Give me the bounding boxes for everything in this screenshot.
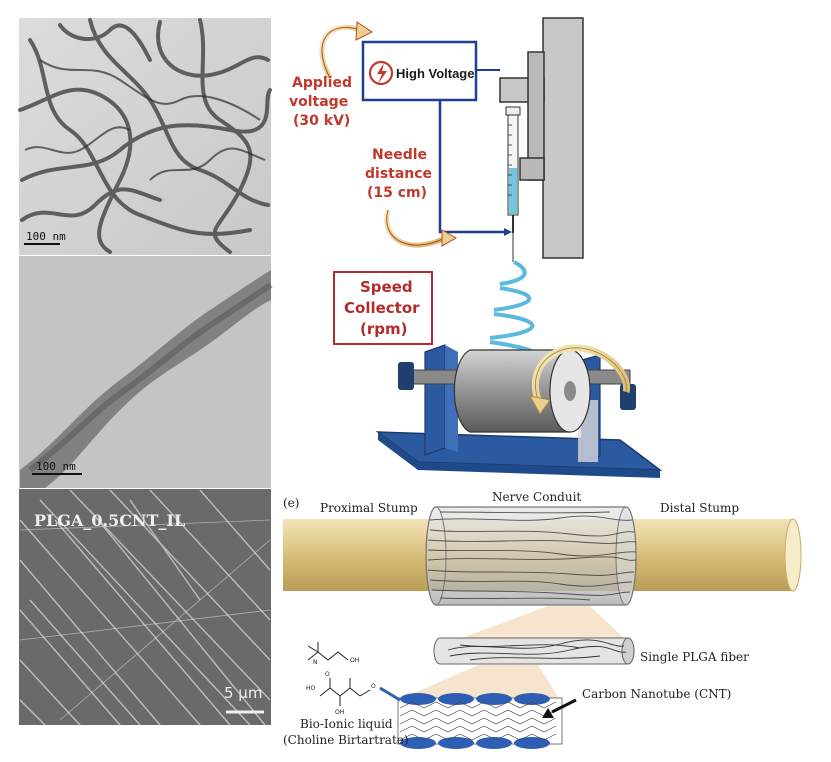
applied-voltage-line3: (30 kV) [293, 113, 350, 129]
nerve-conduit-schematic: (e) Proximal Stump Nerve Conduit Distal … [283, 490, 802, 749]
tem-micrograph-middle: 100 nm [19, 256, 273, 488]
svg-text:O: O [371, 683, 376, 690]
lightning-icon [368, 60, 394, 86]
speed-line1: Speed [360, 278, 413, 296]
molecule-icon [307, 642, 371, 706]
cnt-label: Carbon Nanotube (CNT) [582, 687, 731, 701]
sample-label: PLGA_0.5CNT_IL [34, 511, 185, 530]
speed-line3: (rpm) [360, 320, 407, 338]
svg-text:OH: OH [335, 709, 344, 716]
scale-label-top: 100 nm [26, 230, 66, 243]
rotating-collector [375, 344, 663, 478]
conduit-tube [425, 506, 637, 606]
arrow-icon [379, 686, 401, 702]
panel-label: (e) [283, 496, 299, 510]
sem-micrograph-bottom: PLGA_0.5CNT_IL 5 μm [19, 489, 271, 726]
needle-distance-line3: (15 cm) [367, 185, 427, 201]
arrow-icon [551, 698, 577, 714]
distal-stump-label: Distal Stump [660, 501, 739, 515]
svg-text:OH: OH [350, 657, 359, 664]
cnt-lattice [397, 693, 563, 749]
jet-spiral-icon [489, 260, 537, 357]
needle-distance-line1: Needle [372, 147, 427, 163]
ionic-liquid-line1: Bio-Ionic liquid [300, 717, 393, 731]
svg-text:HO: HO [306, 685, 316, 692]
curve-arrow-icon [384, 209, 447, 248]
ionic-liquid-line2: (Choline Birtartrate) [283, 733, 409, 747]
svg-text:O: O [325, 671, 330, 678]
single-fiber-label: Single PLGA fiber [640, 650, 749, 664]
needle-distance-line2: distance [365, 166, 432, 182]
speed-collector-box [333, 271, 433, 345]
scale-label-bottom: 5 μm [224, 684, 262, 702]
nerve-conduit-label: Nerve Conduit [492, 490, 581, 504]
proximal-stump-label: Proximal Stump [320, 501, 418, 515]
high-voltage-label: High Voltage [396, 66, 474, 81]
tem-micrograph-top: 100 nm [18, 18, 272, 255]
speed-line2: Collector [344, 299, 420, 317]
electrospinning-setup: High Voltage Applied voltage (30 kV) Nee… [289, 17, 663, 478]
stand-wall [542, 17, 584, 259]
syringe-icon [505, 106, 521, 262]
applied-voltage-line2: voltage [289, 94, 348, 110]
scale-label-middle: 100 nm [36, 460, 76, 473]
applied-voltage-line1: Applied [292, 75, 352, 91]
svg-text:N: N [313, 659, 318, 666]
